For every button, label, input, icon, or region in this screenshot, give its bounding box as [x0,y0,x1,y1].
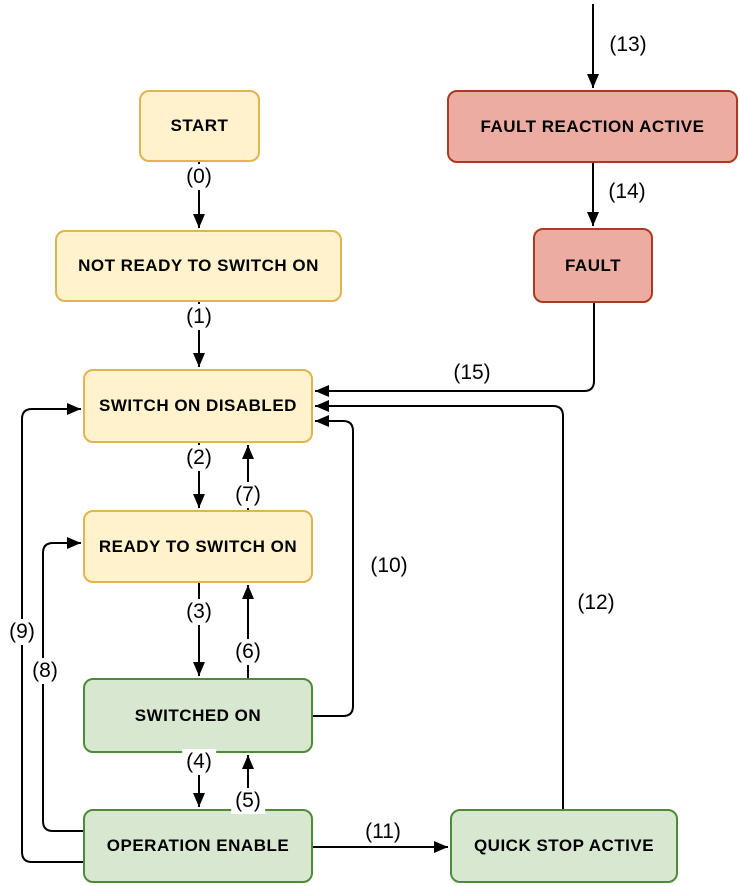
transition-arrow-t15 [315,303,595,397]
state-switch-on-disabled: SWITCH ON DISABLED [83,369,313,443]
transition-label-4: (4) [182,749,216,775]
transition-label-13: (13) [605,32,651,58]
state-switched-on: SWITCHED ON [83,678,313,753]
state-quick-stop-active: QUICK STOP ACTIVE [450,809,678,883]
state-fault-label: FAULT [564,255,621,275]
state-not-ready-to-switch-on-label: NOT READY TO SWITCH ON [78,256,319,276]
transition-label-14: (14) [604,179,650,205]
transition-label-10: (10) [366,553,412,579]
transition-arrow-t10 [313,415,354,717]
transition-label-7: (7) [231,482,265,508]
state-start: START [139,90,260,162]
transition-arrow-t12 [315,400,564,809]
state-fault-reaction-active: FAULT REACTION ACTIVE [447,90,738,163]
transition-arrow-t8 [42,537,83,832]
state-quick-stop-active-label: QUICK STOP ACTIVE [473,836,655,856]
transition-label-12: (12) [573,590,619,616]
state-ready-to-switch-on-label: READY TO SWITCH ON [98,536,298,556]
state-switch-on-disabled-label: SWITCH ON DISABLED [99,396,297,416]
transition-label-5: (5) [231,788,265,814]
transition-label-9: (9) [5,619,39,645]
state-fault: FAULT [533,228,653,303]
state-operation-enable-label: OPERATION ENABLE [106,836,290,856]
state-fault-reaction-active-label: FAULT REACTION ACTIVE [480,116,705,136]
transition-label-3: (3) [182,599,216,625]
transition-label-2: (2) [182,445,216,471]
state-operation-enable: OPERATION ENABLE [83,809,313,883]
state-switched-on-label: SWITCHED ON [134,705,262,725]
state-ready-to-switch-on: READY TO SWITCH ON [83,510,313,583]
state-start-label: START [170,116,229,136]
transition-label-15: (15) [449,360,495,386]
state-not-ready-to-switch-on: NOT READY TO SWITCH ON [55,230,342,302]
transition-label-0: (0) [182,164,216,190]
transition-label-1: (1) [182,304,216,330]
transition-label-6: (6) [231,639,265,665]
transition-label-11: (11) [361,819,405,845]
transition-label-8: (8) [28,658,62,684]
